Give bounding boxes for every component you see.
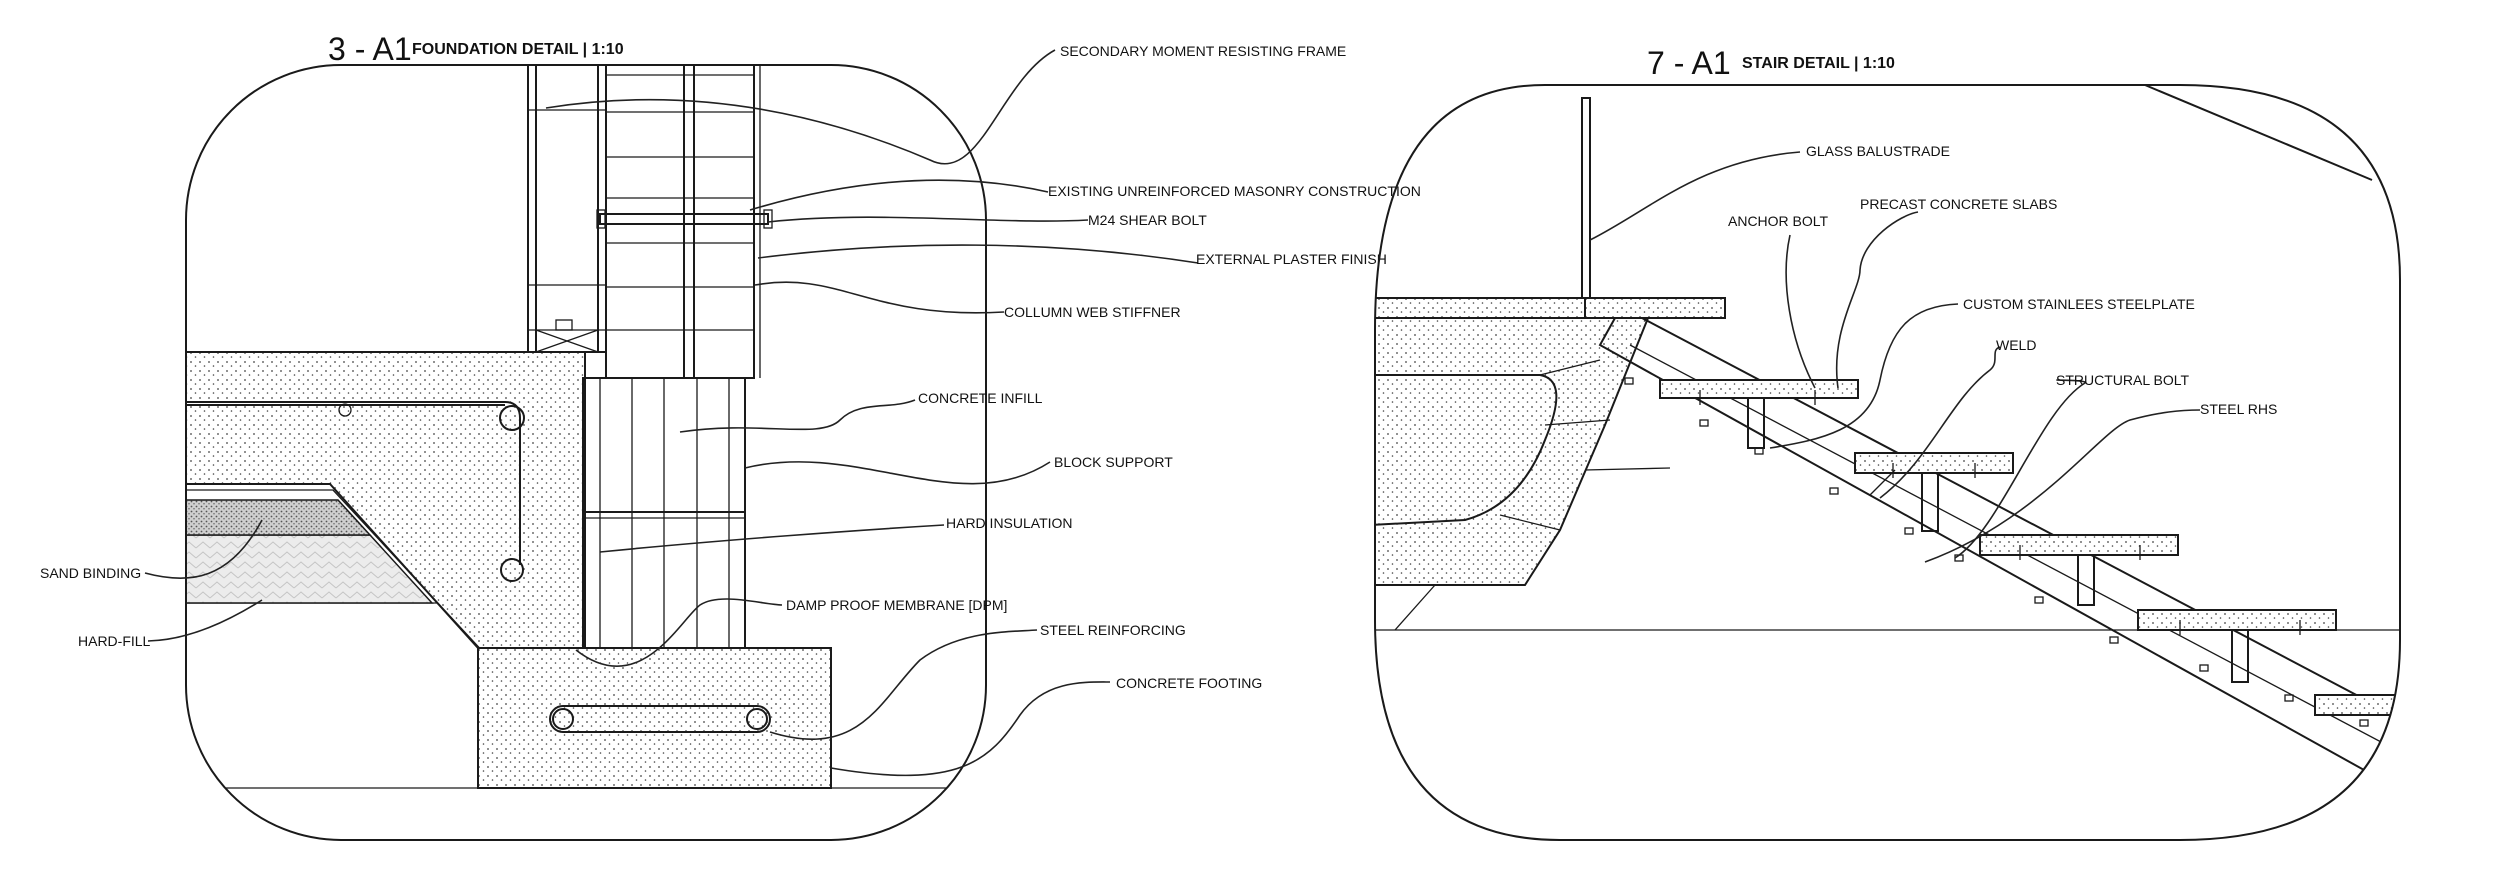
stair-detail-frame [1374,84,2401,841]
stair-detail-title: STAIR DETAIL | 1:10 [1742,55,1895,72]
stair-detail-ref: 7 - A1 [1647,45,1731,81]
callout-secondary-frame: SECONDARY MOMENT RESISTING FRAME [1060,43,1346,59]
callout-hard-fill: HARD-FILL [78,633,151,649]
callout-glass-balustrade: GLASS BALUSTRADE [1806,143,1950,159]
structural-bolts [1624,377,2369,727]
callout-dpm: DAMP PROOF MEMBRANE [DPM] [786,597,1007,613]
callout-concrete-infill: CONCRETE INFILL [918,390,1043,406]
callout-web-stiffner: COLLUMN WEB STIFFNER [1004,304,1181,320]
callout-shear-bolt: M24 SHEAR BOLT [1088,212,1207,228]
landing-slab [1375,297,1726,319]
stair-detail: 7 - A1 STAIR DETAIL | 1:10 [1374,45,2401,841]
callout-steel-rhs: STEEL RHS [2200,401,2277,417]
foundation-detail: 3 - A1 FOUNDATION DETAIL | 1:10 [40,31,1421,841]
steel-column [527,65,607,353]
callout-steel-reinforcing: STEEL REINFORCING [1040,622,1186,638]
steel-plate-posts [1747,397,2249,683]
callout-structural-bolt: STRUCTURAL BOLT [2056,372,2189,388]
callout-concrete-footing: CONCRETE FOOTING [1116,675,1262,691]
callout-plaster: EXTERNAL PLASTER FINISH [1196,251,1387,267]
foundation-section [186,65,986,789]
foundation-detail-title: FOUNDATION DETAIL | 1:10 [412,41,624,58]
precast-treads [1659,379,2400,716]
callout-block-support: BLOCK SUPPORT [1054,454,1173,470]
footing-reinforcing [549,705,771,733]
callout-anchor-bolt: ANCHOR BOLT [1728,213,1829,229]
callout-steelplate: CUSTOM STAINLEES STEELPLATE [1963,296,2195,312]
stair-section [1375,97,2400,792]
callout-masonry: EXISTING UNREINFORCED MASONRY CONSTRUCTI… [1048,183,1421,199]
callout-sand-binding: SAND BINDING [40,565,141,581]
glass-balustrade [1581,97,1591,299]
foundation-detail-frame [185,64,987,841]
stair-leaders [1589,151,2201,563]
callout-hard-insulation: HARD INSULATION [946,515,1073,531]
concrete-footing [477,647,832,789]
callout-weld: WELD [1996,337,2036,353]
steel-rhs-stringer [1598,317,2400,792]
m24-shear-bolt [599,213,769,225]
callout-precast-slabs: PRECAST CONCRETE SLABS [1860,196,2057,212]
foundation-leaders [144,49,1199,777]
foundation-detail-ref: 3 - A1 [328,31,412,67]
sand-binding-layer [186,499,372,536]
